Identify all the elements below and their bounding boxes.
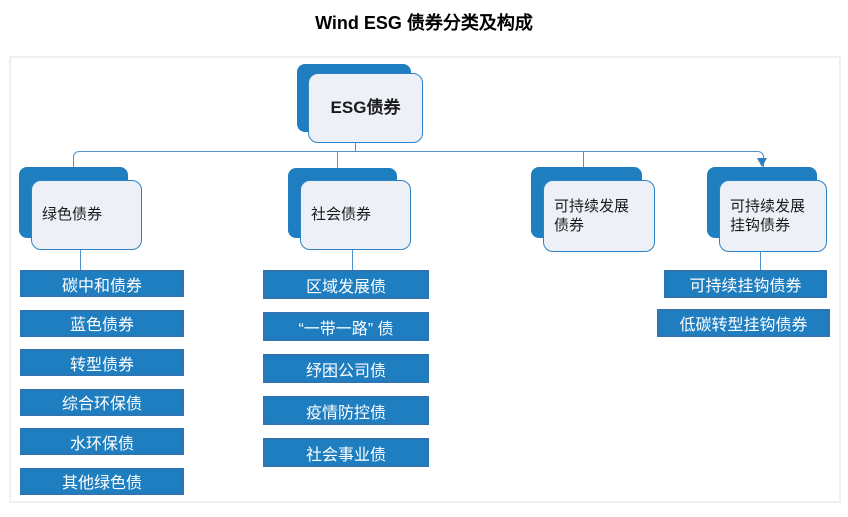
node-label: 可持续发展 债券	[554, 197, 630, 235]
connector-rail	[73, 151, 764, 168]
leaf-item: 社会事业债	[263, 438, 429, 467]
node-label: 社会债券	[311, 206, 372, 224]
green-bond-list: 碳中和债券蓝色债券转型债券综合环保债水环保债其他绿色债	[20, 270, 184, 507]
leaf-item: 水环保债	[20, 428, 184, 455]
leaf-item: 低碳转型挂钩债券	[657, 309, 830, 337]
leaf-item: 区域发展债	[263, 270, 429, 299]
connector-drop-social	[337, 152, 338, 169]
linked-bond-list: 可持续挂钩债券低碳转型挂钩债券	[657, 270, 830, 348]
node-label: 可持续发展 挂钩债券	[730, 197, 806, 235]
social-bond-list: 区域发展债 “一带一路” 债纾困公司债疫情防控债社会事业债	[263, 270, 429, 480]
connector-stem-linked	[760, 251, 761, 270]
leaf-item: 其他绿色债	[20, 467, 184, 495]
diagram-title: Wind ESG 债券分类及构成	[315, 13, 533, 33]
node-label: ESG债券	[330, 97, 401, 117]
leaf-item: 综合环保债	[20, 388, 184, 416]
node-sustainability-bonds: 可持续发展 债券	[543, 180, 655, 252]
connector-stem-social	[352, 250, 353, 270]
leaf-item: 碳中和债券	[20, 270, 184, 297]
node-esg-bonds: ESG债券	[308, 73, 423, 143]
leaf-item: 疫情防控债	[263, 396, 429, 425]
node-green-bonds: 绿色债券	[31, 180, 142, 250]
connector-stem-green	[80, 250, 81, 270]
leaf-item: 纾困公司债	[263, 354, 429, 383]
leaf-item: “一带一路” 债	[263, 312, 429, 341]
connector-root-stem	[355, 142, 356, 152]
node-social-bonds: 社会债券	[300, 180, 411, 250]
leaf-item: 蓝色债券	[20, 309, 184, 337]
arrow-down-icon	[757, 158, 767, 167]
node-sustainability-linked-bonds: 可持续发展 挂钩债券	[719, 180, 827, 252]
leaf-item: 转型债券	[20, 349, 184, 376]
leaf-item: 可持续挂钩债券	[664, 270, 827, 298]
node-label: 绿色债券	[42, 206, 103, 224]
connector-drop-sustainability	[583, 152, 584, 168]
